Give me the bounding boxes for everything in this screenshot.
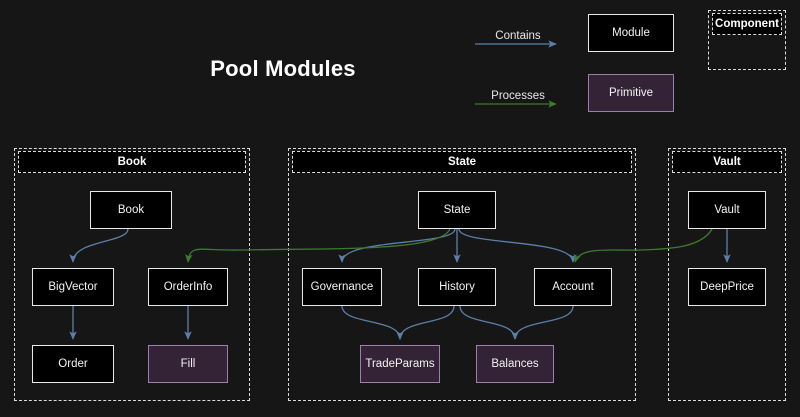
node-book[interactable]: Book xyxy=(90,191,172,229)
legend-contains-label: Contains xyxy=(478,30,558,42)
node-balances-label: Balances xyxy=(491,358,538,370)
node-state[interactable]: State xyxy=(418,191,496,229)
node-book-label: Book xyxy=(118,204,144,216)
node-fill-label: Fill xyxy=(181,358,196,370)
node-orderinfo[interactable]: OrderInfo xyxy=(148,268,228,306)
node-tradeparams-label: TradeParams xyxy=(365,358,434,370)
page-title: Pool Modules xyxy=(168,56,398,82)
node-vault-label: Vault xyxy=(714,204,739,216)
legend-processes-label: Processes xyxy=(478,90,558,102)
node-order-label: Order xyxy=(58,358,87,370)
cluster-state-label: State xyxy=(292,151,632,173)
cluster-vault-label: Vault xyxy=(672,151,782,173)
node-orderinfo-label: OrderInfo xyxy=(164,281,213,293)
node-governance-label: Governance xyxy=(311,281,374,293)
node-order[interactable]: Order xyxy=(32,345,114,383)
legend-primitive-node: Primitive xyxy=(588,74,674,112)
node-bigvector[interactable]: BigVector xyxy=(32,268,114,306)
node-tradeparams[interactable]: TradeParams xyxy=(360,345,440,383)
legend-component-label: Component xyxy=(712,13,782,35)
node-governance[interactable]: Governance xyxy=(302,268,382,306)
cluster-book-label: Book xyxy=(18,151,246,173)
node-account-label: Account xyxy=(552,281,594,293)
node-state-label: State xyxy=(444,204,471,216)
node-vault[interactable]: Vault xyxy=(688,191,766,229)
node-history[interactable]: History xyxy=(418,268,496,306)
node-deepprice[interactable]: DeepPrice xyxy=(688,268,766,306)
node-account[interactable]: Account xyxy=(534,268,612,306)
node-deepprice-label: DeepPrice xyxy=(700,281,754,293)
legend-module-node: Module xyxy=(588,14,674,52)
node-history-label: History xyxy=(439,281,475,293)
node-bigvector-label: BigVector xyxy=(48,281,97,293)
node-fill[interactable]: Fill xyxy=(148,345,228,383)
node-balances[interactable]: Balances xyxy=(476,345,554,383)
